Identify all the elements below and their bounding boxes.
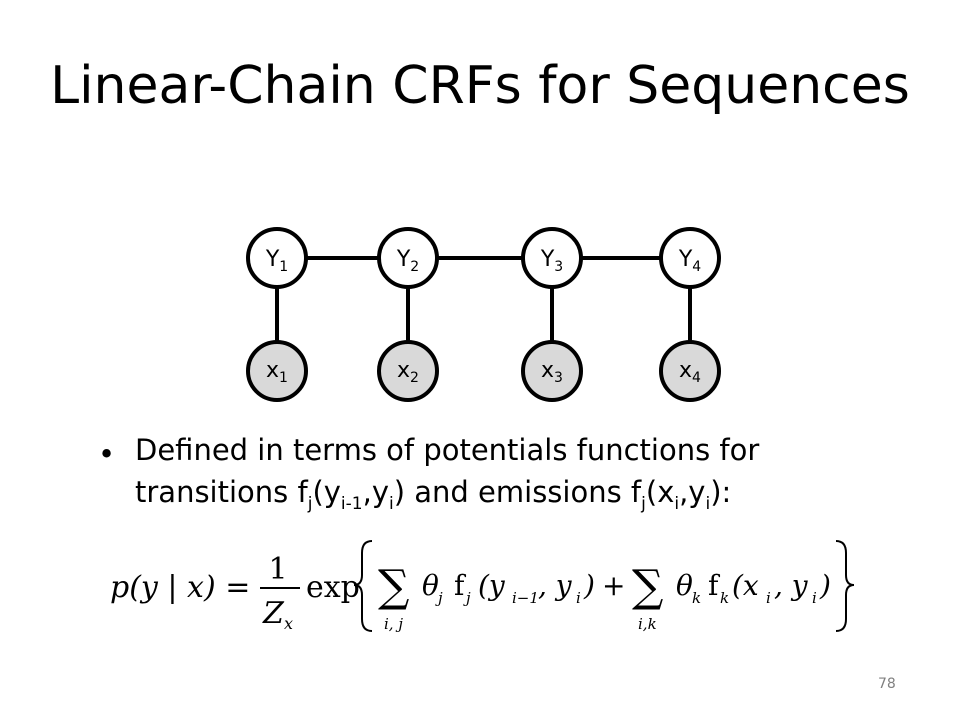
formula-theta-2-sub: k xyxy=(692,589,701,607)
formula-sum-1: ∑ xyxy=(378,561,409,612)
formula-term-2-arg-b: , y xyxy=(774,569,809,602)
bullet-line-1: Defined in terms of potentials functions… xyxy=(135,433,760,467)
formula-sum-2: ∑ xyxy=(632,561,663,612)
formula-theta-2: θ xyxy=(676,569,693,602)
bullet-text-segment: ,y xyxy=(679,475,706,509)
node-y3-label: Y xyxy=(540,247,555,272)
formula-f-2: f xyxy=(708,569,721,602)
node-y3-sub: 3 xyxy=(554,259,563,275)
formula-plus: + xyxy=(602,569,625,602)
node-y1-sub: 1 xyxy=(279,259,288,275)
formula-sum-1-index: i, j xyxy=(384,615,403,633)
bullet-line-2: transitions fj(yi-1,yi) and emissions fj… xyxy=(135,475,732,513)
bullet-text-segment: ): xyxy=(710,475,732,509)
bullet-text-segment: ,y xyxy=(362,475,389,509)
svg-text:Y3: Y3 xyxy=(540,247,563,275)
node-y2: Y2 xyxy=(377,227,439,289)
bullet-subscript: i-1 xyxy=(340,494,363,514)
formula-exp: exp xyxy=(306,570,360,605)
formula-term-2-arg-a-sub: i xyxy=(766,589,771,607)
formula-lhs: p(y | x) = xyxy=(110,570,250,605)
bullet-marker: • xyxy=(98,437,116,471)
formula-fraction-denominator-sub: x xyxy=(284,614,293,633)
node-x4-sub: 4 xyxy=(692,370,701,386)
node-y4-sub: 4 xyxy=(692,259,701,275)
svg-text:Y2: Y2 xyxy=(396,247,419,275)
node-x2-sub: 2 xyxy=(410,370,419,386)
formula-term-2-close: ) xyxy=(819,569,831,602)
svg-text:x3: x3 xyxy=(541,358,563,386)
crf-graph: Y1 Y2 Y3 Y4 x1 x2 x3 x4 xyxy=(246,227,721,402)
formula-sum-2-index: i,k xyxy=(638,615,657,633)
svg-text:x1: x1 xyxy=(266,358,288,386)
formula-f-1: f xyxy=(454,569,467,602)
node-y1-label: Y xyxy=(265,247,280,272)
formula-term-1-arg-b-sub: i xyxy=(576,589,581,607)
node-x2-label: x xyxy=(397,358,410,383)
formula-theta-1: θ xyxy=(422,569,439,602)
formula-f-1-sub: j xyxy=(463,589,471,607)
svg-text:x2: x2 xyxy=(397,358,419,386)
node-x4-label: x xyxy=(679,358,692,383)
bullet-subscript: j xyxy=(641,494,646,514)
page-number: 78 xyxy=(878,676,896,692)
svg-text:Y4: Y4 xyxy=(678,247,701,275)
slide-title: Linear-Chain CRFs for Sequences xyxy=(50,56,910,116)
formula-term-1-arg-a: (y xyxy=(478,569,506,602)
formula-fraction-numerator: 1 xyxy=(268,552,287,587)
node-y2-sub: 2 xyxy=(410,259,419,275)
formula-left-brace xyxy=(353,540,373,632)
formula-fraction-denominator: Z xyxy=(262,596,285,631)
node-x1-sub: 1 xyxy=(279,370,288,386)
bullet-subscript: i xyxy=(705,494,711,514)
bullet-subscript: i xyxy=(389,494,394,514)
formula-f-2-sub: k xyxy=(720,589,729,607)
svg-text:Y1: Y1 xyxy=(265,247,288,275)
bullet-text-segment: transitions f xyxy=(135,475,308,509)
node-x4: x4 xyxy=(659,340,721,402)
bullet-text-segment: (y xyxy=(312,475,341,509)
bullet-subscript: j xyxy=(307,494,313,514)
node-x1-label: x xyxy=(266,358,279,383)
formula-term-2-arg-b-sub: i xyxy=(812,589,817,607)
formula-term-2-arg-a: (x xyxy=(732,569,759,602)
node-x2: x2 xyxy=(377,340,439,402)
node-x3-label: x xyxy=(541,358,554,383)
crf-formula: p(y | x) = 1 Z x exp ∑ i, j θ j f j (y i… xyxy=(110,540,855,633)
formula-term-1-arg-b: , y xyxy=(538,569,573,602)
formula-theta-1-sub: j xyxy=(435,589,443,607)
node-y1: Y1 xyxy=(246,227,308,289)
bullet-subscript: i xyxy=(674,494,680,514)
formula-term-1-close: ) xyxy=(583,569,595,602)
formula-term-1-arg-a-sub: i−1 xyxy=(512,589,539,607)
formula-right-brace xyxy=(835,540,855,632)
node-y3: Y3 xyxy=(521,227,583,289)
svg-text:x4: x4 xyxy=(679,358,701,386)
node-y2-label: Y xyxy=(396,247,411,272)
node-x3-sub: 3 xyxy=(554,370,563,386)
bullet-text-segment: (x xyxy=(645,475,675,509)
node-y4: Y4 xyxy=(659,227,721,289)
node-y4-label: Y xyxy=(678,247,693,272)
node-x3: x3 xyxy=(521,340,583,402)
bullet-text-segment: ) and emissions f xyxy=(393,475,642,509)
node-x1: x1 xyxy=(246,340,308,402)
